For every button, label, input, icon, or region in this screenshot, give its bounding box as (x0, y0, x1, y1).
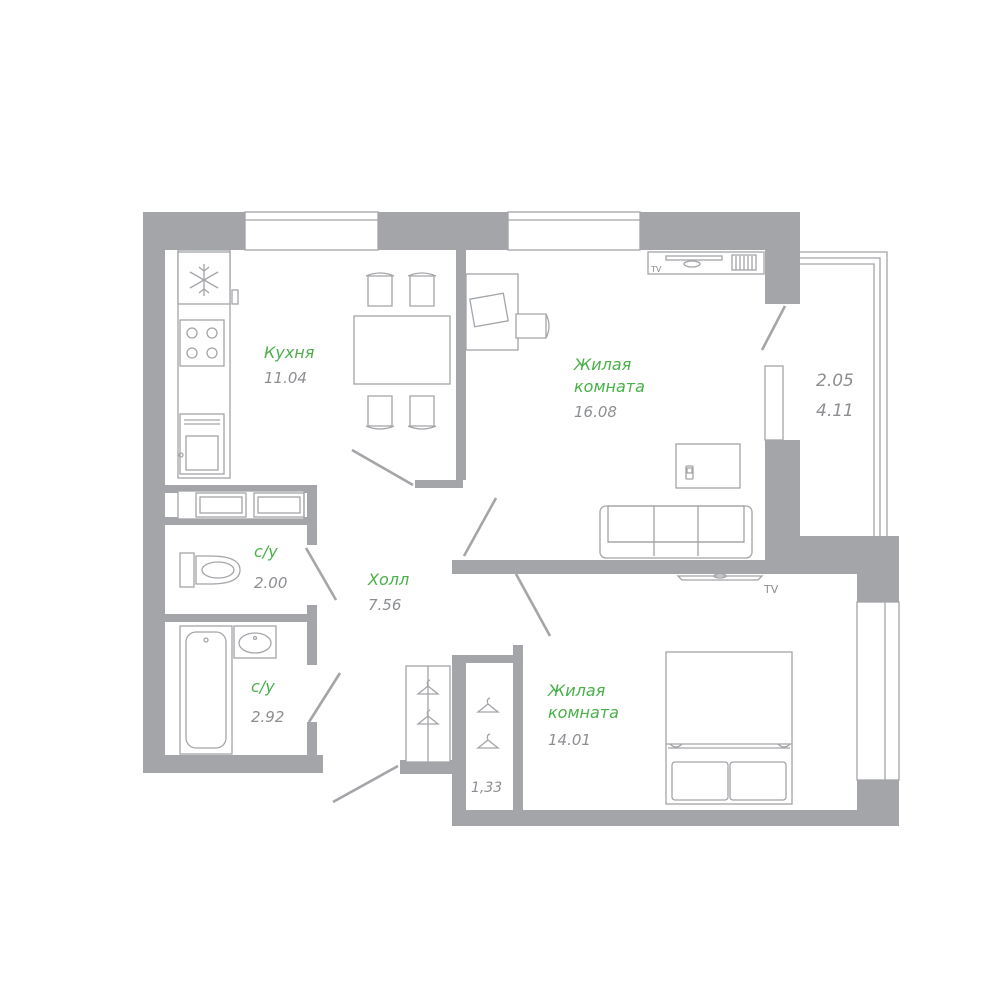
door-kitchen (351, 448, 414, 487)
door-living1 (462, 497, 498, 557)
wall-closet-right (513, 645, 523, 810)
window-kitchen (244, 211, 379, 251)
tv-label: TV (763, 583, 779, 596)
wall-bath-divider (165, 614, 315, 622)
room-labels: Кухня 11.04 Жилая комната 16.08 2.05 4.1… (251, 343, 854, 796)
window-balcony-door (764, 365, 784, 441)
doors (304, 305, 787, 804)
balcony-outline (800, 251, 888, 536)
washbasin (233, 625, 277, 659)
wall-kitchen-right (456, 250, 466, 480)
wall-closet-left (452, 655, 466, 826)
wall-wardrobe-right (307, 485, 317, 545)
hall-area: 7.56 (368, 596, 401, 614)
kitchen-name: Кухня (264, 343, 315, 362)
kitchen-area: 11.04 (264, 369, 307, 387)
wall-kitchen-stub (415, 480, 463, 488)
chair (365, 395, 395, 430)
walls (143, 212, 899, 826)
bath1-name: с/у (254, 542, 278, 561)
closet-area: 1,33 (471, 780, 502, 796)
door-balcony (760, 305, 787, 351)
living1-furniture: TV (465, 251, 765, 559)
wall-bottom (452, 810, 899, 826)
wall-top-middle (378, 212, 508, 250)
toilet-icon (179, 552, 241, 588)
wall-right-upper (765, 212, 800, 304)
living2-name-line2: комната (548, 703, 619, 722)
dining-table (353, 315, 451, 385)
tv-stand (647, 251, 765, 275)
laptop (469, 292, 509, 328)
living1-area: 16.08 (574, 403, 617, 421)
wall-closet-top (452, 655, 522, 663)
living2-area: 14.01 (548, 731, 591, 749)
bath2-area: 2.92 (251, 708, 284, 726)
snowflake-icon (189, 264, 219, 296)
wall-left (143, 212, 165, 772)
wall-entrance-stub (400, 760, 466, 774)
sofa (599, 505, 753, 559)
living1-name-line2: комната (574, 377, 645, 396)
balcony-area-2: 4.11 (816, 401, 854, 421)
wall-rooms-divider (452, 560, 857, 574)
wall-bottom-left (143, 755, 323, 773)
bed (665, 651, 793, 805)
window-living1 (507, 211, 641, 251)
window-living2 (856, 601, 900, 781)
pillow (671, 761, 729, 801)
hanger-icon (476, 697, 500, 749)
living2-furniture: TV (665, 573, 793, 805)
door-bath1 (304, 547, 338, 601)
balcony-area-1: 2.05 (816, 371, 854, 391)
tv-panel (676, 573, 764, 581)
kitchen-furniture (177, 249, 451, 479)
door-bath2 (307, 672, 342, 723)
chair (365, 272, 395, 307)
hall-name: Холл (367, 570, 409, 589)
door-living2 (514, 573, 552, 637)
bath1-area: 2.00 (254, 574, 287, 592)
armchair (515, 313, 550, 339)
living1-name-line1: Жилая (573, 355, 632, 374)
sink-icon (178, 413, 225, 475)
wall-right-corner (857, 536, 899, 602)
hall-wardrobe (177, 490, 305, 520)
hanger-icon (416, 679, 440, 725)
wall-wardrobe-top (165, 485, 315, 493)
windows (244, 211, 900, 781)
wall-bath2-right-lower (307, 722, 317, 762)
phone-icon (685, 465, 694, 480)
stove-icon (179, 319, 225, 367)
living2-name-line1: Жилая (547, 681, 606, 700)
bath2-name: с/у (251, 677, 275, 696)
wall-bath2-right (307, 605, 317, 665)
chair (407, 272, 437, 307)
bathtub-icon (179, 625, 233, 755)
pillow (729, 761, 787, 801)
wall-wardrobe-bottom (165, 517, 315, 525)
door-entrance (332, 764, 399, 804)
chair (407, 395, 437, 430)
tv-label-small: TV (650, 265, 662, 274)
